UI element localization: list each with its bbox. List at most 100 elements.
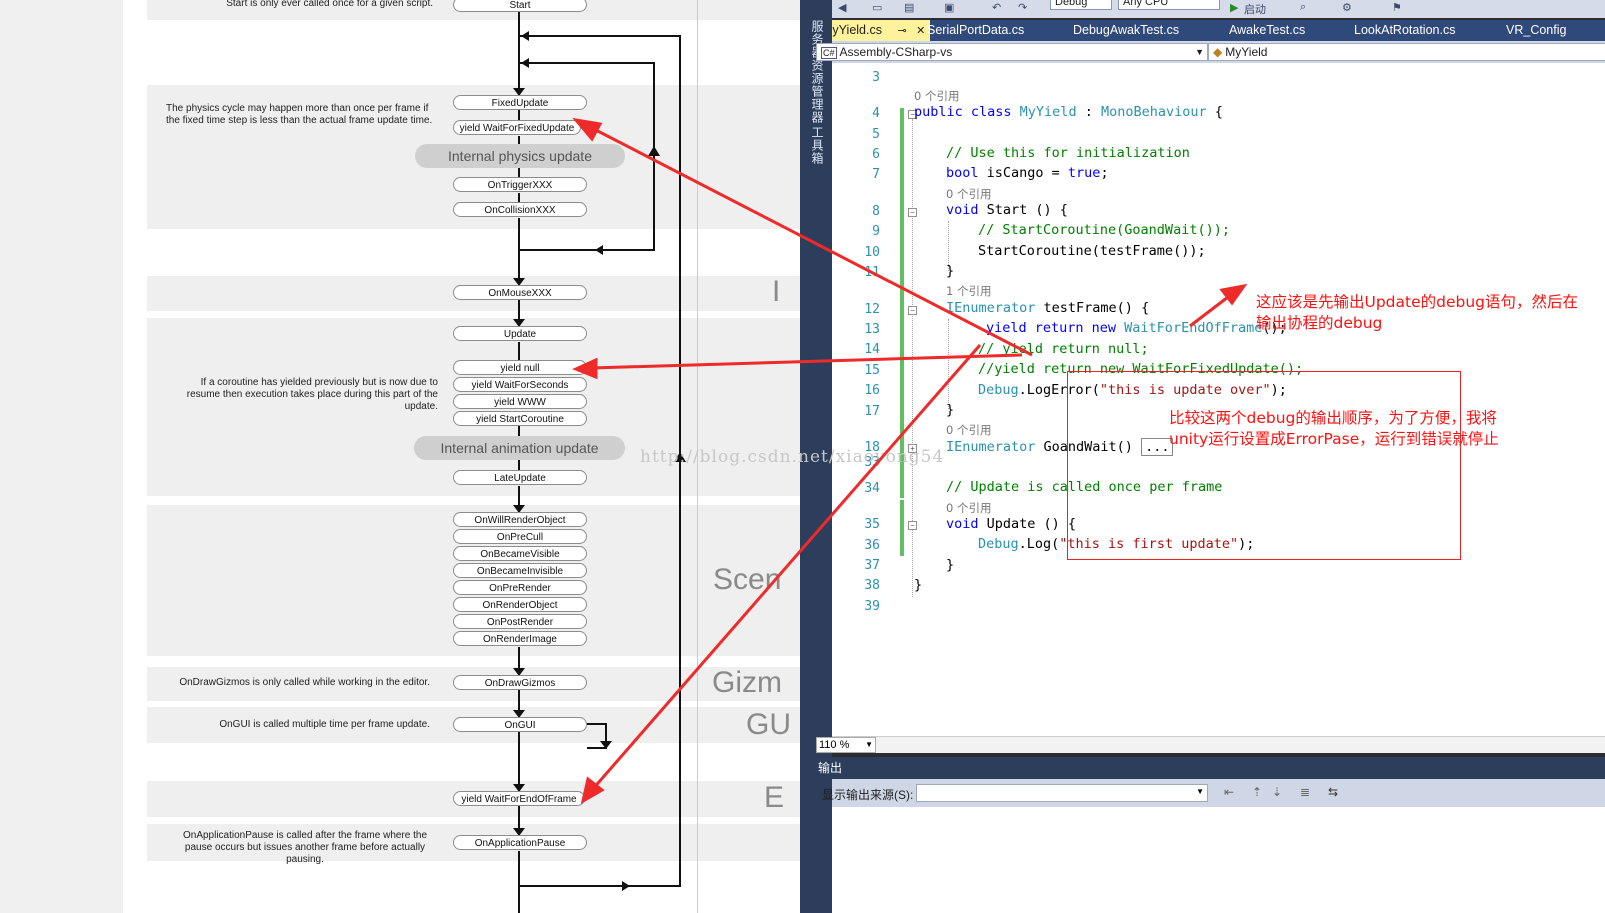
chevron-down-icon: ▼ (1196, 787, 1204, 796)
section-label-input: I (772, 275, 781, 308)
code-text: ); (1238, 536, 1255, 552)
code-line-14: // yield return null; (978, 341, 1149, 357)
keyword: void (946, 202, 979, 218)
output-text-area[interactable] (832, 807, 1605, 913)
solution-platform-dropdown[interactable]: Any CPU (1118, 0, 1220, 10)
node-yield-start-coroutine: yield StartCoroutine (453, 411, 587, 426)
bookmark-icon[interactable]: ⚑ (1392, 2, 1402, 14)
line-number: 39 (864, 599, 880, 614)
start-debug-button[interactable]: 启动 (1244, 4, 1266, 16)
reference-count[interactable]: 1 个引用 (946, 284, 992, 298)
code-text: .LogError( (1018, 382, 1100, 398)
line-number: 8 (872, 204, 880, 219)
collapsed-region[interactable]: ... (1141, 438, 1174, 456)
annotation-note-1-line-2: 输出协程的debug (1256, 314, 1383, 332)
type-name: Debug (978, 382, 1019, 398)
code-text: testFrame() { (1035, 300, 1150, 316)
code-text: Update () { (978, 516, 1077, 532)
line-number: 6 (872, 147, 880, 162)
line-number: 12 (864, 302, 880, 317)
type-name: MyYield (1019, 104, 1077, 120)
reference-count[interactable]: 0 个引用 (914, 89, 960, 103)
tab-serialportdata[interactable]: SerialPortData.cs (927, 23, 1025, 37)
tab-debugawaktest[interactable]: DebugAwakTest.cs (1073, 23, 1180, 37)
code-line-35: void Update () { (946, 516, 1076, 532)
start-debug-icon[interactable]: ▶ (1230, 2, 1239, 14)
type-name: IEnumerator (946, 300, 1036, 316)
line-number: 7 (872, 167, 880, 182)
solution-config-dropdown[interactable]: Debug (1050, 0, 1112, 10)
sidebar-tab-toolbox[interactable]: 工具箱 (810, 126, 824, 165)
csharp-project-icon: C# (821, 47, 837, 59)
code-line-13: yield return new WaitForEndOfFrame(); (986, 320, 1287, 336)
code-line-16: Debug.LogError("this is update over"); (978, 382, 1287, 398)
output-source-dropdown[interactable]: ▼ (916, 784, 1208, 802)
collapse-icon[interactable]: − (908, 521, 917, 530)
collapse-icon[interactable]: − (908, 208, 917, 217)
section-label-gizmo: Gizm (712, 666, 782, 699)
node-on-will-render-object: OnWillRenderObject (453, 512, 587, 527)
section-label-gui: GU (746, 708, 791, 741)
output-source-label: 显示输出来源(S): (822, 788, 914, 802)
new-file-icon[interactable]: ▭ (872, 2, 883, 14)
code-text: ); (1270, 382, 1287, 398)
undo-icon[interactable]: ↶ (992, 2, 1002, 14)
line-number: 13 (864, 322, 880, 337)
node-yield-null: yield null (453, 360, 587, 375)
code-text: .Log( (1018, 536, 1060, 552)
reference-count[interactable]: 0 个引用 (946, 187, 992, 201)
word-wrap-icon[interactable]: ⇆ (1328, 785, 1339, 799)
zoom-value: 110 % (819, 739, 850, 751)
reference-count[interactable]: 0 个引用 (946, 423, 992, 437)
node-on-pre-render: OnPreRender (453, 580, 587, 595)
close-icon[interactable]: ✕ (916, 25, 926, 37)
collapse-icon[interactable]: − (908, 306, 917, 315)
back-icon[interactable]: ◀ (838, 2, 847, 14)
collapse-icon[interactable]: − (908, 110, 917, 119)
tab-label: MyYield.cs (832, 23, 882, 37)
code-line-11: } (946, 263, 955, 279)
tab-myyield[interactable]: MyYield.cs ⊸ ✕ (832, 20, 930, 41)
code-text: GoandWait() (1035, 439, 1142, 455)
pill-internal-animation-update: Internal animation update (414, 436, 625, 460)
note-coroutine-resume: If a coroutine has yielded previously bu… (186, 377, 438, 412)
chevron-down-icon: ▼ (1195, 47, 1204, 57)
code-line-38: } (914, 577, 923, 593)
go-to-line-icon[interactable]: ⇤ (1224, 785, 1235, 799)
line-number: 35 (864, 517, 880, 532)
code-text: { (1206, 104, 1223, 120)
type-name: IEnumerator (946, 439, 1036, 455)
node-update: Update (453, 326, 587, 341)
node-on-application-pause: OnApplicationPause (453, 835, 587, 850)
code-line-17: } (946, 402, 955, 418)
keyword: true (1067, 165, 1101, 181)
clear-all-icon[interactable]: ≣ (1300, 785, 1311, 799)
zoom-dropdown[interactable]: 110 %▼ (816, 737, 876, 753)
save-icon[interactable]: ▣ (944, 2, 955, 14)
sidebar-tab-server-explorer[interactable]: 服务器资源管理器 (810, 20, 824, 124)
pin-icon[interactable]: ⊸ (897, 25, 907, 37)
tool-icon[interactable]: ⚙ (1342, 2, 1352, 14)
code-line-9: // StartCoroutine(GoandWait()); (978, 222, 1230, 238)
code-text: isCango = (978, 165, 1068, 181)
previous-message-icon[interactable]: ⇡ (1252, 785, 1263, 799)
open-folder-icon[interactable]: ▤ (904, 2, 915, 14)
tab-lookatrotation[interactable]: LookAtRotation.cs (1354, 23, 1456, 37)
class-dropdown[interactable]: ◆MyYield (1208, 43, 1605, 61)
next-message-icon[interactable]: ⇣ (1272, 785, 1283, 799)
keyword: bool (946, 165, 979, 181)
section-label-scene: Scen (713, 563, 782, 596)
project-dropdown[interactable]: C#Assembly-CSharp-vs ▼ (816, 43, 1208, 61)
node-on-pre-cull: OnPreCull (453, 529, 587, 544)
tab-vr-config[interactable]: VR_Config (1506, 23, 1567, 37)
search-icon[interactable]: ⌕ (1300, 1, 1307, 13)
node-on-draw-gizmos: OnDrawGizmos (453, 675, 587, 690)
redo-icon[interactable]: ↷ (1018, 2, 1028, 14)
node-on-post-render: OnPostRender (453, 614, 587, 629)
navigation-bar: C#Assembly-CSharp-vs ▼ ◆MyYield (816, 41, 1605, 63)
node-yield-wait-for-fixed-update: yield WaitForFixedUpdate (453, 120, 581, 135)
tab-awaketest[interactable]: AwakeTest.cs (1229, 23, 1306, 37)
reference-count[interactable]: 0 个引用 (946, 501, 992, 515)
node-on-gui: OnGUI (453, 717, 587, 732)
node-fixed-update: FixedUpdate (453, 95, 587, 110)
